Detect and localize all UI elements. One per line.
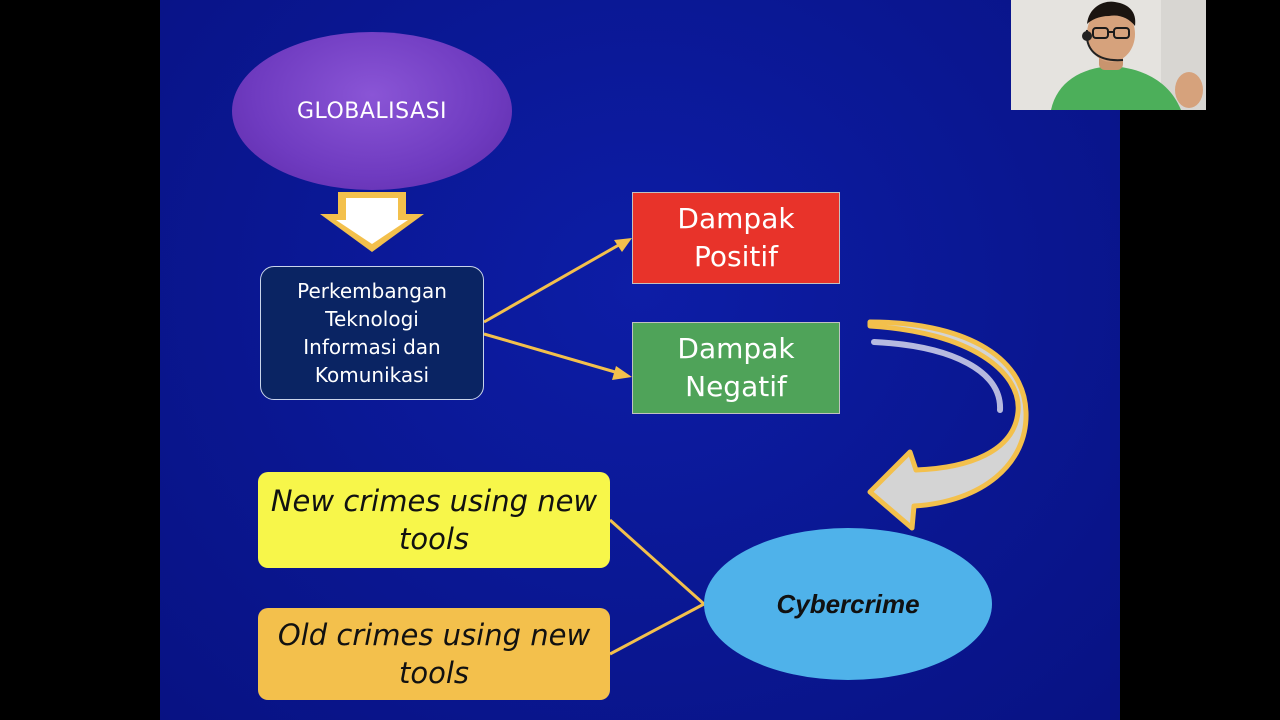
- perkembangan-line-3: Informasi dan: [303, 335, 441, 359]
- old-crimes-line-2: tools: [398, 656, 469, 690]
- cybercrime-label: Cybercrime: [776, 588, 920, 619]
- dampak-positif-node: Dampak Positif: [632, 192, 840, 284]
- presenter-video-feed: [1011, 0, 1206, 110]
- globalisasi-node: GLOBALISASI: [232, 32, 512, 190]
- dampak-negatif-node: Dampak Negatif: [632, 322, 840, 414]
- old-crimes-node: Old crimes using new tools: [258, 608, 610, 700]
- globalisasi-label: GLOBALISASI: [296, 98, 448, 124]
- new-crimes-line-1: New crimes using new: [270, 484, 598, 518]
- dampak-positif-line-2: Positif: [693, 240, 778, 273]
- perkembangan-line-4: Komunikasi: [314, 363, 430, 387]
- new-crimes-node: New crimes using new tools: [258, 472, 610, 568]
- perkembangan-line-1: Perkembangan: [297, 279, 447, 303]
- dampak-positif-line-1: Dampak: [677, 202, 795, 235]
- cybercrime-node: Cybercrime: [704, 528, 992, 680]
- perkembangan-node: Perkembangan Teknologi Informasi dan Kom…: [260, 266, 484, 400]
- old-crimes-line-1: Old crimes using new: [277, 618, 591, 652]
- dampak-negatif-line-2: Negatif: [685, 370, 787, 403]
- new-crimes-line-2: tools: [398, 522, 470, 556]
- dampak-negatif-line-1: Dampak: [677, 332, 795, 365]
- perkembangan-line-2: Teknologi: [325, 307, 419, 331]
